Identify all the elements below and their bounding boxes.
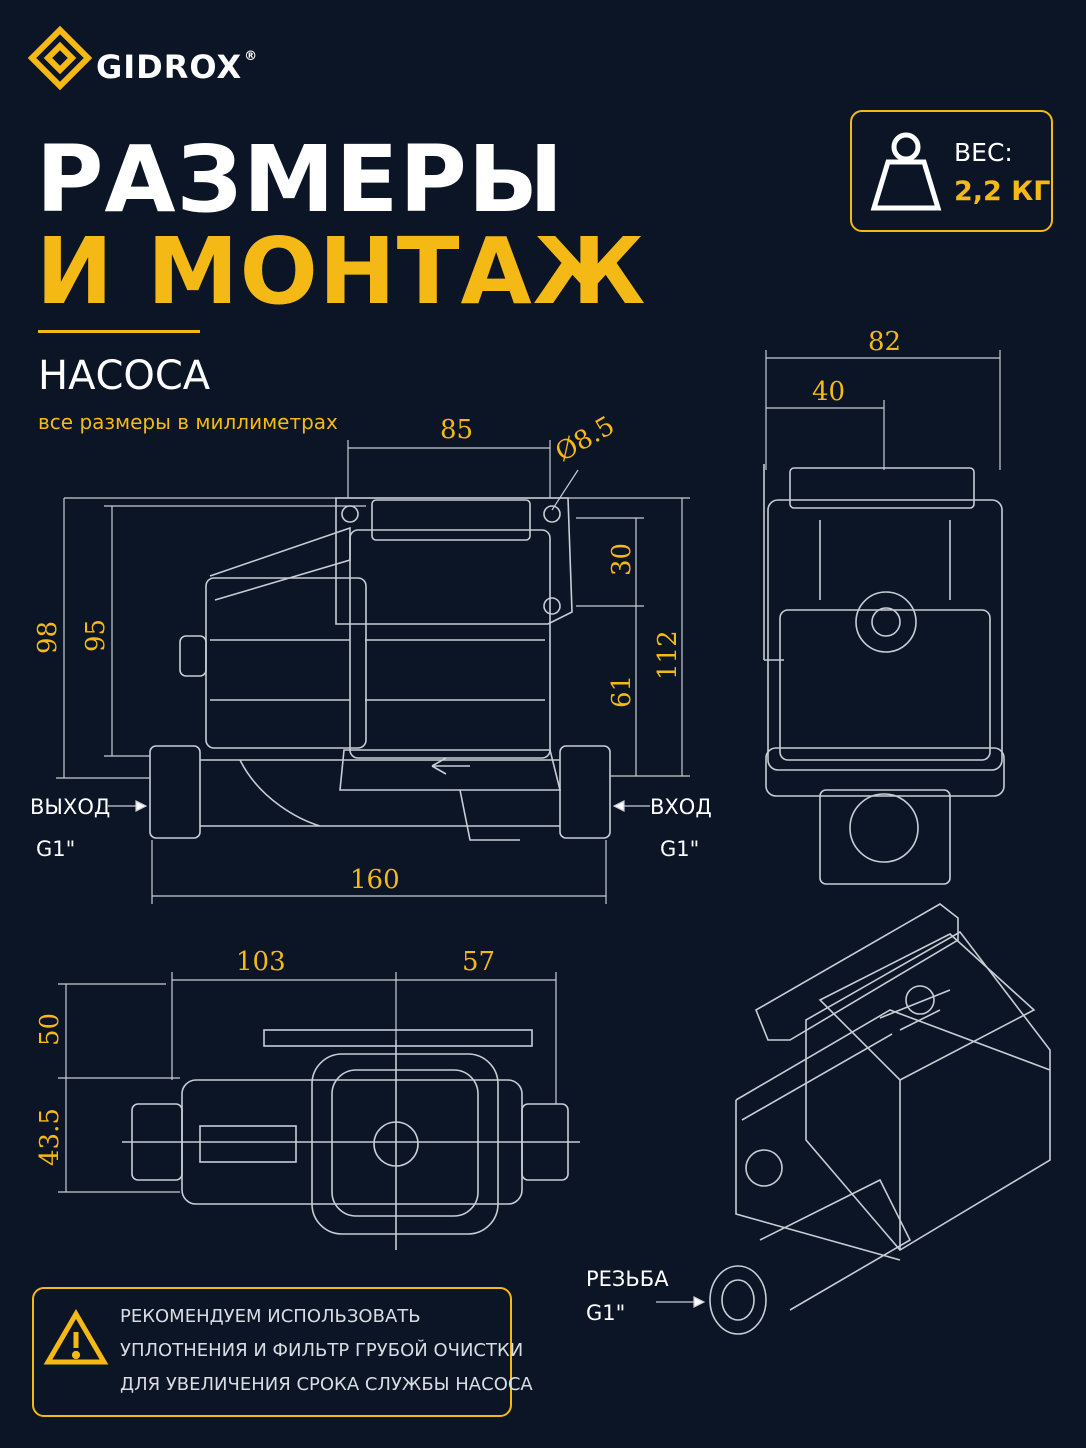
inlet-label: ВХОД <box>650 795 712 819</box>
dim-103: 103 <box>236 947 286 977</box>
dim-160: 160 <box>350 865 400 895</box>
dim-40: 40 <box>812 377 845 407</box>
dim-43-5: 43.5 <box>35 1108 65 1166</box>
side-view-drawing <box>149 497 611 841</box>
page-title-line2: И МОНТАЖ <box>36 218 647 325</box>
brand-text: GIDROX <box>96 48 243 86</box>
dim-85: 85 <box>440 415 473 445</box>
iso-view-annotations <box>656 1296 706 1308</box>
page-subtitle: НАСОСА <box>38 353 211 399</box>
iso-thread: G1" <box>586 1301 625 1325</box>
brand-name: GIDROX® <box>96 48 258 86</box>
front-view-drawing <box>763 464 1005 885</box>
dim-112: 112 <box>653 630 683 680</box>
top-view-drawing <box>122 1029 580 1250</box>
page-title-line1: РАЗМЕРЫ <box>36 126 565 233</box>
warning-line-3: ДЛЯ УВЕЛИЧЕНИЯ СРОКА СЛУЖБЫ НАСОСА <box>120 1374 533 1395</box>
warning-line-1: РЕКОМЕНДУЕМ ИСПОЛЬЗОВАТЬ <box>120 1306 421 1327</box>
outlet-label: ВЫХОД <box>30 795 110 819</box>
warning-text: РЕКОМЕНДУЕМ ИСПОЛЬЗОВАТЬ УПЛОТНЕНИЯ И ФИ… <box>120 1300 533 1402</box>
outlet-thread: G1" <box>36 837 75 861</box>
dim-57: 57 <box>462 947 495 977</box>
dim-95: 95 <box>81 619 111 652</box>
warning-line-2: УПЛОТНЕНИЯ И ФИЛЬТР ГРУБОЙ ОЧИСТКИ <box>120 1340 524 1361</box>
front-view-dimensions <box>765 350 1001 470</box>
weight-icon <box>870 132 942 211</box>
inlet-thread: G1" <box>660 837 699 861</box>
weight-value: 2,2 КГ <box>954 176 1051 207</box>
warning-box <box>32 1287 512 1417</box>
dim-98: 98 <box>33 621 63 654</box>
warning-icon <box>43 1309 109 1365</box>
title-divider <box>38 330 200 333</box>
weight-label: ВЕС: <box>954 138 1013 167</box>
iso-thread-label: РЕЗЬБА <box>586 1267 669 1291</box>
dim-50: 50 <box>35 1013 65 1046</box>
dim-61: 61 <box>607 675 637 708</box>
iso-view-drawing <box>709 903 1051 1335</box>
dim-30: 30 <box>607 543 637 576</box>
brand-registered-mark: ® <box>244 49 259 65</box>
side-view-dimensions <box>56 440 690 904</box>
gidrox-logo-icon <box>27 25 93 91</box>
weight-badge <box>850 110 1053 232</box>
dim-82: 82 <box>868 327 901 357</box>
top-view-dimensions <box>58 972 557 1193</box>
dim-hole: Ø8.5 <box>551 411 620 468</box>
units-note: все размеры в миллиметрах <box>38 410 338 434</box>
